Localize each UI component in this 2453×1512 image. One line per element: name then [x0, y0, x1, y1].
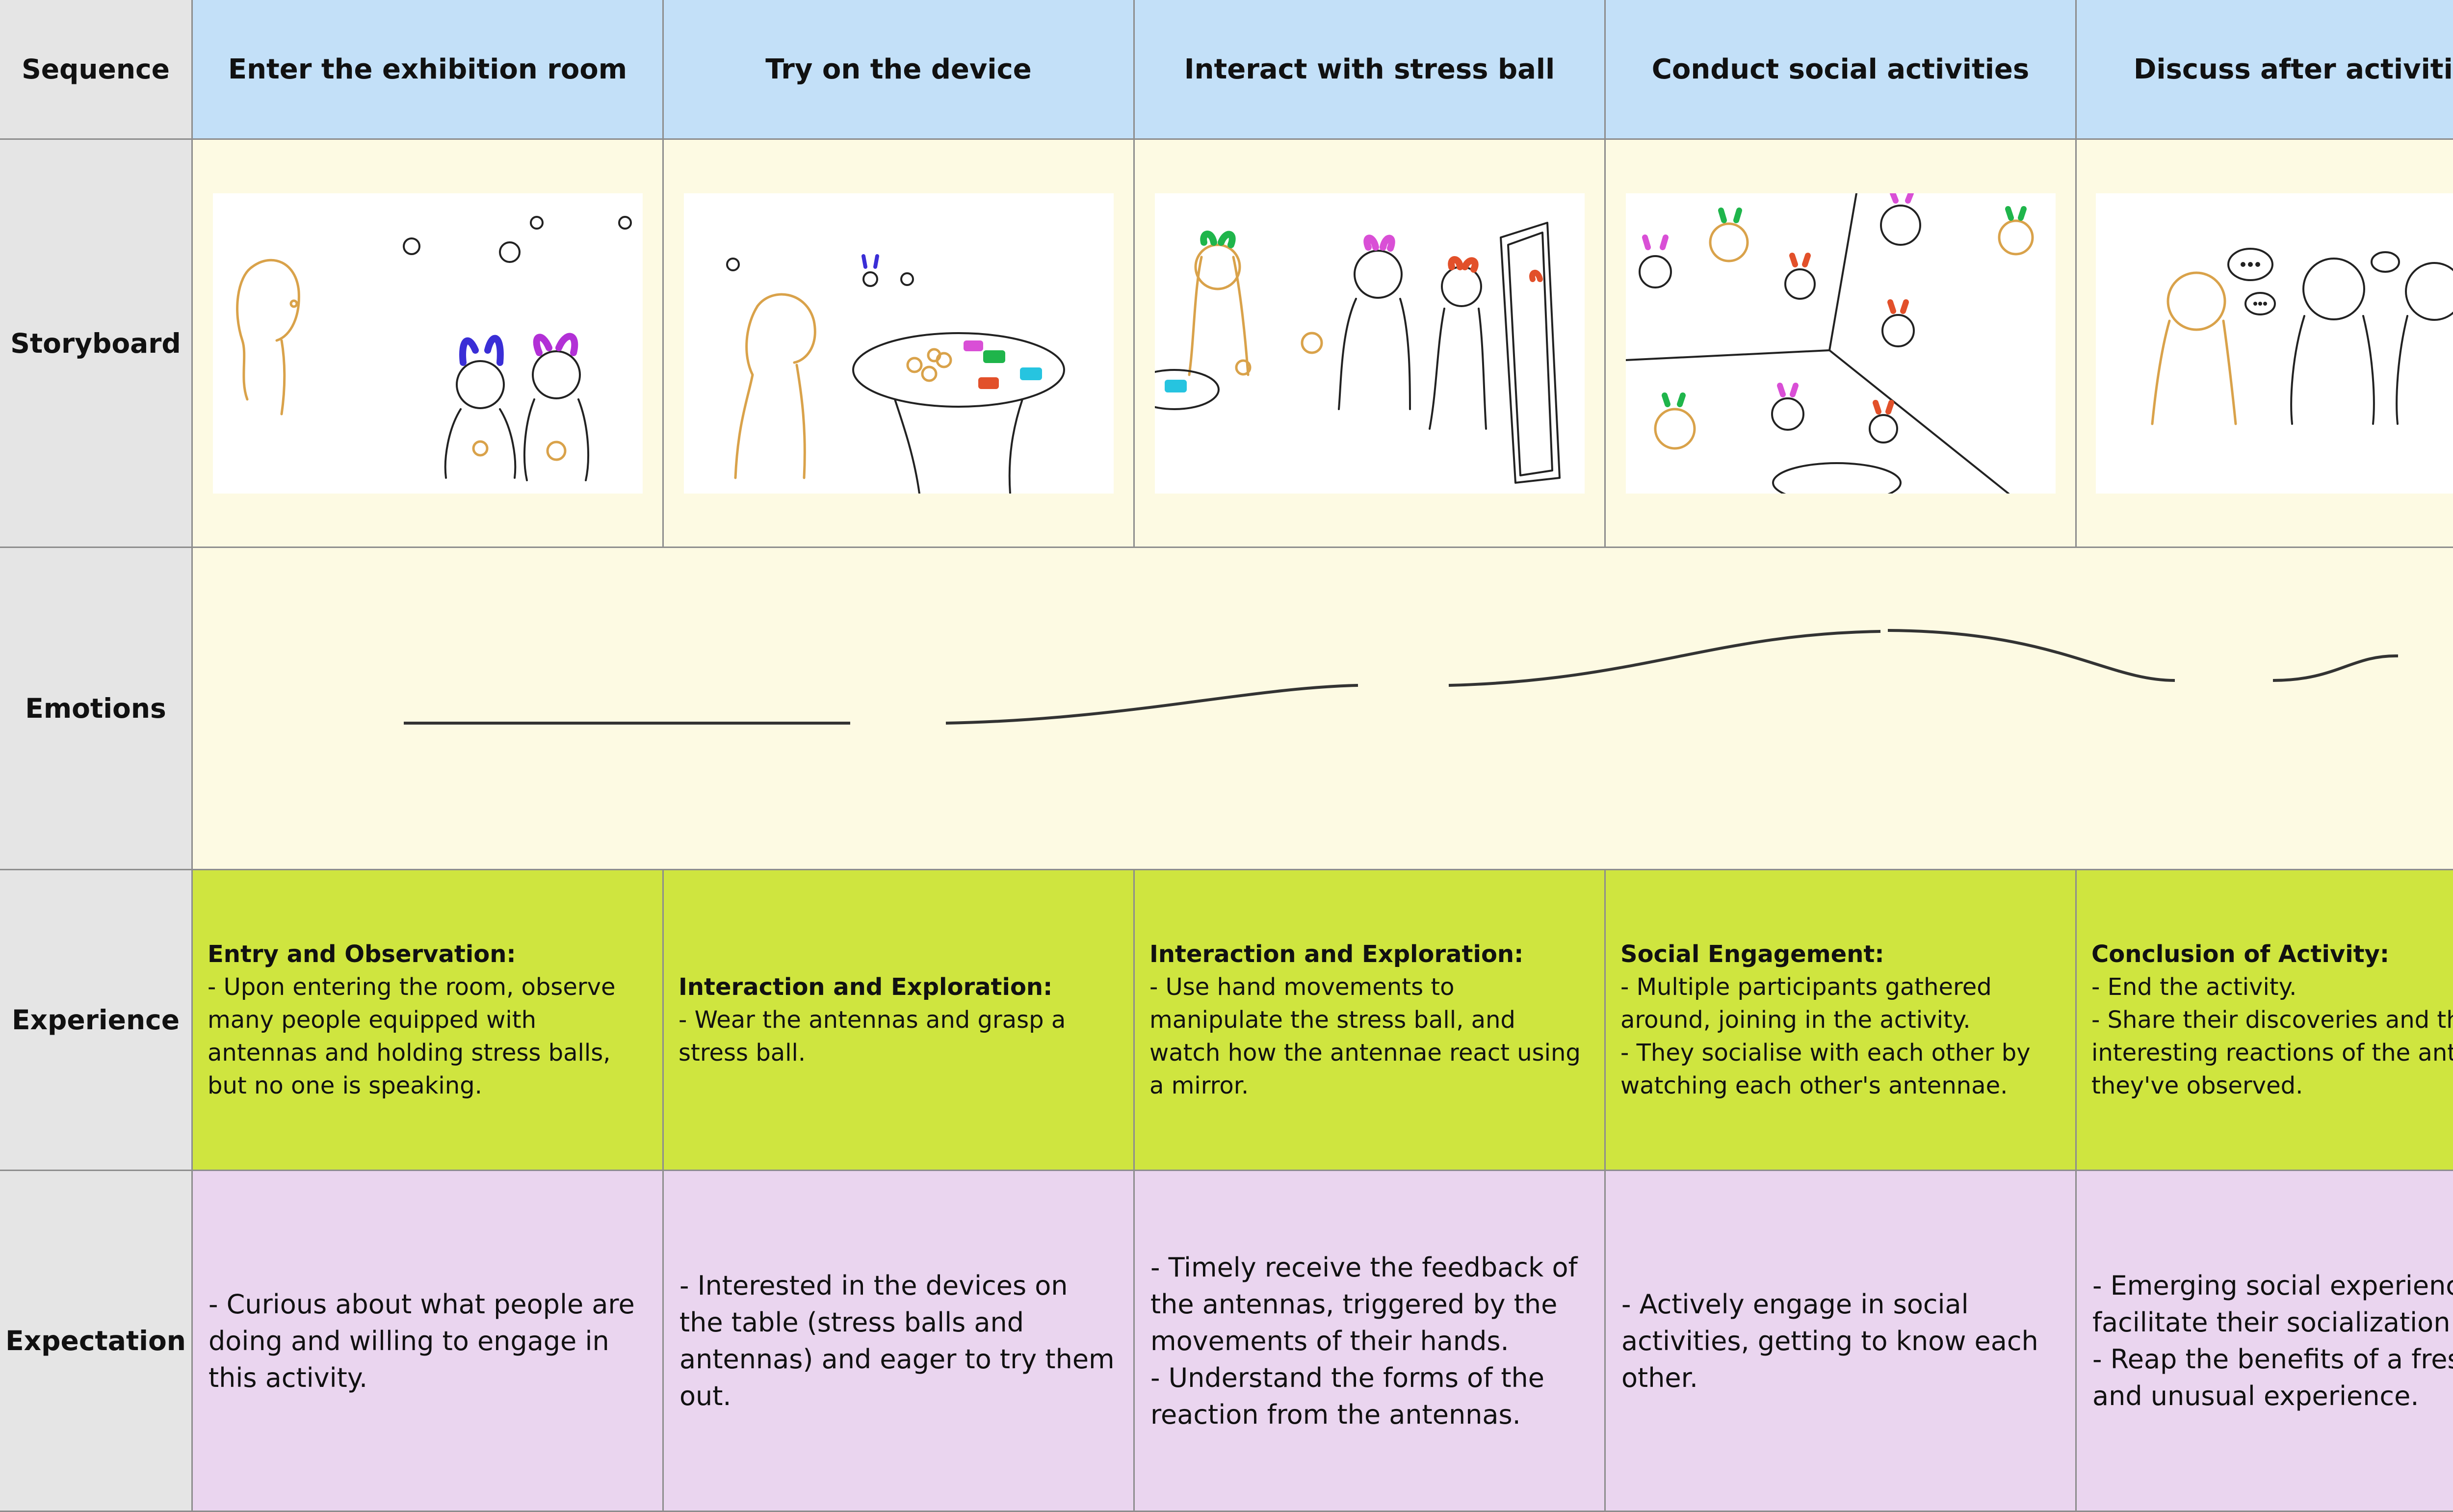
experience-text: - Share their discoveries and the intere… — [2091, 1006, 2453, 1099]
experience-cell-4: Social Engagement: - Multiple participan… — [1606, 870, 2077, 1171]
storyboard-image-social — [1625, 193, 2056, 494]
storyboard-image-discuss — [2096, 193, 2453, 494]
experience-text: - Wear the antennas and grasp a stress b… — [678, 1006, 1066, 1067]
row-label-emotions: Emotions — [0, 548, 193, 870]
expectation-text: - Understand the forms of the reaction f… — [1150, 1362, 1544, 1430]
expectation-text: - Timely receive the feedback of the ant… — [1150, 1251, 1578, 1356]
row-label-sequence: Sequence — [0, 0, 193, 140]
expectation-text: - Reap the benefits of a fresh and unusu… — [2092, 1344, 2453, 1411]
expectation-cell-5: - Emerging social experiences facilitate… — [2077, 1171, 2453, 1512]
sequence-header-1: Enter the exhibition room — [193, 0, 664, 140]
experience-text: - Multiple participants gathered around,… — [1620, 973, 1992, 1034]
storyboard-cell-4 — [1606, 140, 2077, 548]
sequence-header-2: Try on the device — [664, 0, 1135, 140]
experience-cell-1: Entry and Observation: - Upon entering t… — [193, 870, 664, 1171]
experience-title: Interaction and Exploration: — [1149, 940, 1524, 968]
row-label-experience: Experience — [0, 870, 193, 1171]
expectation-text: - Emerging social experiences facilitate… — [2092, 1270, 2453, 1338]
emotion-thinking-icon: 🤔 — [864, 690, 932, 753]
sequence-header-4: Conduct social activities — [1606, 0, 2077, 140]
experience-title: Conclusion of Activity: — [2091, 940, 2390, 968]
experience-title: Social Engagement: — [1620, 940, 1884, 968]
storyboard-cell-5 — [2077, 140, 2453, 548]
expectation-cell-2: - Interested in the devices on the table… — [664, 1171, 1135, 1512]
sequence-header-5: Discuss after activities — [2077, 0, 2453, 140]
experience-text: - Upon entering the room, observe many p… — [208, 973, 616, 1099]
experience-text: - End the activity. — [2091, 973, 2297, 1001]
storyboard-cell-1 — [193, 140, 664, 548]
experience-cell-2: Interaction and Exploration: - Wear the … — [664, 870, 1135, 1171]
emotion-line — [1448, 630, 1881, 687]
experience-title: Interaction and Exploration: — [678, 973, 1053, 1001]
emotion-line — [1887, 629, 2175, 682]
experience-text: - Use hand movements to manipulate the s… — [1149, 973, 1581, 1099]
emotion-surprised-icon: 😮 — [329, 690, 386, 753]
experience-cell-5: Conclusion of Activity: - End the activi… — [2077, 870, 2453, 1171]
expectation-cell-4: - Actively engage in social activities, … — [1606, 1171, 2077, 1512]
expectation-cell-3: - Timely receive the feedback of the ant… — [1135, 1171, 1606, 1512]
storyboard-cell-3 — [1135, 140, 1606, 548]
row-label-expectation: Expectation — [0, 1171, 193, 1512]
experience-text: - They socialise with each other by watc… — [1620, 1039, 2031, 1099]
emotion-line — [2272, 654, 2399, 682]
storyboard-image-try-device — [683, 193, 1114, 494]
emotion-curve: 😮 🤔 🙂 😃 😲 😊 — [193, 548, 2453, 870]
expectation-text: - Curious about what people are doing an… — [209, 1288, 635, 1393]
emotion-grin-icon: 😃 — [1811, 599, 1867, 661]
sequence-header-3: Interact with stress ball — [1135, 0, 1606, 140]
expectation-text: - Interested in the devices on the table… — [679, 1270, 1115, 1411]
storyboard-cell-2 — [664, 140, 1135, 548]
emotion-happy-icon: 😊 — [2418, 625, 2453, 687]
expectation-text: - Actively engage in social activities, … — [1621, 1288, 2038, 1393]
expectation-cell-1: - Curious about what people are doing an… — [193, 1171, 664, 1512]
emotion-line — [945, 684, 1358, 725]
storyboard-image-stress-ball — [1154, 193, 1585, 494]
row-label-storyboard: Storyboard — [0, 140, 193, 548]
storyboard-image-enter-room — [212, 193, 643, 494]
experience-cell-3: Interaction and Exploration: - Use hand … — [1135, 870, 1606, 1171]
emotion-astonished-icon: 😲 — [2194, 650, 2251, 713]
emotion-smile-icon: 🙂 — [1370, 653, 1437, 716]
experience-title: Entry and Observation: — [208, 940, 516, 968]
